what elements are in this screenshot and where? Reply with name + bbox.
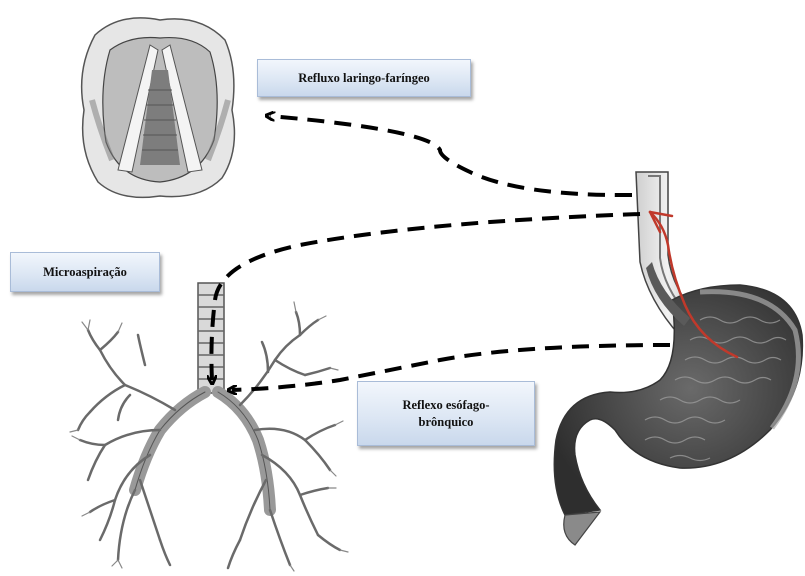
esophagus-stomach-illustration [554, 172, 802, 545]
arrow-to-larynx [270, 116, 632, 195]
arrow-to-trachea [211, 214, 640, 380]
label-reflexo-esofago-bronquico: Reflexo esófago- brônquico [357, 381, 535, 446]
bronchial-tree-illustration [70, 283, 348, 571]
larynx-illustration [82, 18, 235, 197]
label-microaspiracao-text: Microaspiração [43, 264, 127, 281]
label-refluxo-laringo-faringeo: Refluxo laringo-faríngeo [257, 59, 471, 97]
label-reflexo-text: Reflexo esófago- brônquico [402, 397, 489, 431]
label-refluxo-text: Refluxo laringo-faríngeo [298, 70, 430, 87]
label-microaspiracao: Microaspiração [10, 252, 160, 292]
